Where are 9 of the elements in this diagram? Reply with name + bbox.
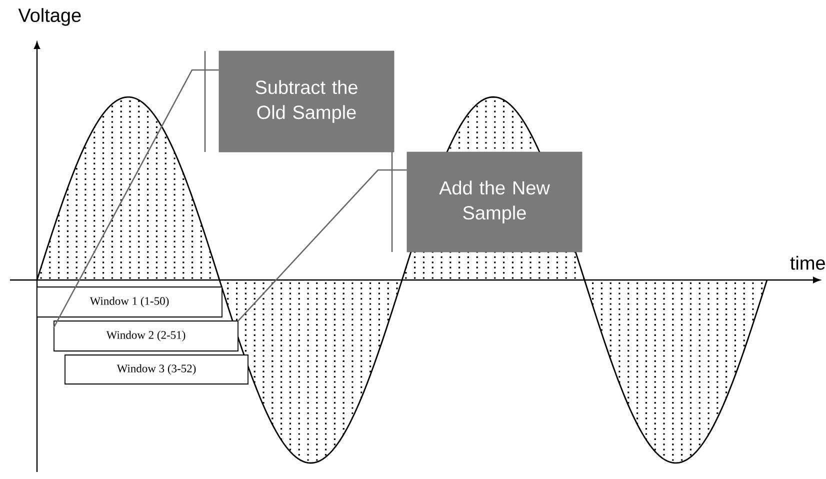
window-box: Window 1 (1-50) <box>36 286 222 318</box>
leader-line <box>238 169 407 321</box>
axis-label: time <box>790 256 825 270</box>
axis-label: Voltage <box>18 8 81 26</box>
leader-line <box>52 69 219 328</box>
window-box: Window 3 (3-52) <box>64 354 248 384</box>
callout-box: Add the New Sample <box>406 152 582 252</box>
window-box: Window 2 (2-51) <box>54 320 238 352</box>
callout-box: Subtract the Old Sample <box>218 50 394 152</box>
